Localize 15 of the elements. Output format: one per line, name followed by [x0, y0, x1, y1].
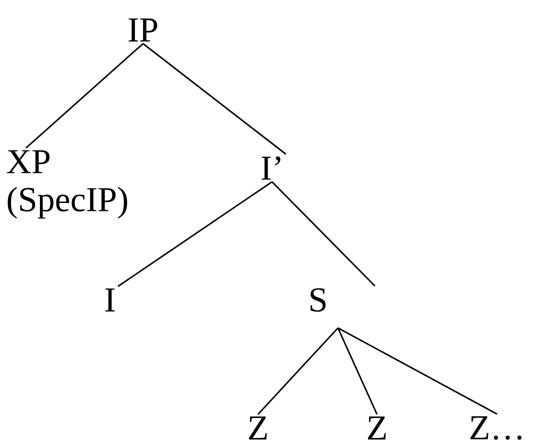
tree-label: IP — [128, 18, 158, 42]
tree-label: S — [310, 288, 326, 312]
tree-label: I — [105, 288, 115, 312]
tree-branch — [338, 327, 498, 415]
tree-label: I’ — [262, 156, 280, 180]
tree-branch — [142, 43, 286, 155]
tree-branch — [337, 328, 378, 415]
tree-branch — [271, 181, 376, 287]
tree-branch — [26, 43, 144, 149]
tree-label: Z — [368, 416, 386, 440]
tree-label: XP (SpecIP) — [6, 150, 128, 219]
tree-branch — [118, 181, 272, 287]
tree-label: Z — [249, 416, 267, 440]
tree-branch — [257, 327, 338, 415]
tree-label: Z… — [470, 416, 522, 440]
